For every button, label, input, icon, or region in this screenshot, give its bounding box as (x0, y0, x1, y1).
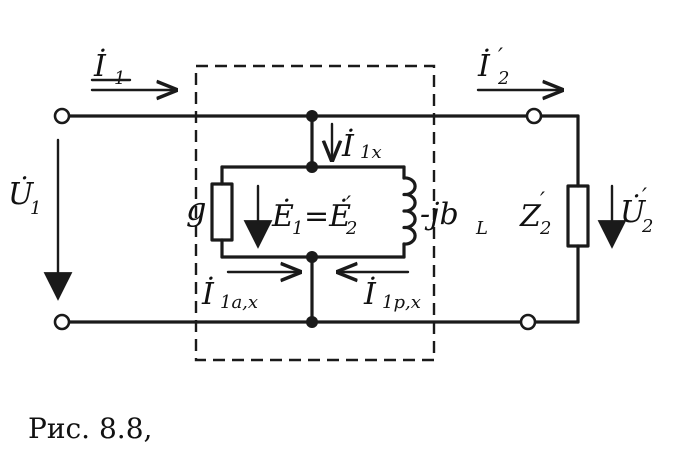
label-z2-prime: Z ′ 2 (519, 189, 551, 239)
label-i1: İ 1 (90, 48, 132, 89)
dashed-boundary-box (194, 64, 436, 362)
svg-text:İ: İ (201, 276, 215, 312)
label-i1px: İ 1p,x (363, 276, 421, 313)
svg-text:′: ′ (498, 45, 503, 70)
label-jbl: -jb L (420, 197, 488, 239)
svg-text:U̇: U̇ (8, 177, 35, 212)
svg-text:2: 2 (345, 218, 357, 239)
svg-text:′: ′ (540, 189, 545, 214)
svg-text:=Ė: =Ė (304, 198, 351, 234)
output-terminal-top (525, 107, 543, 125)
label-g: g (186, 190, 206, 228)
svg-text:1: 1 (30, 198, 41, 219)
load-impedance-z2 (566, 184, 590, 248)
svg-text:İ: İ (93, 48, 107, 84)
svg-text:′: ′ (346, 193, 351, 218)
svg-text:2: 2 (497, 68, 509, 89)
label-emf-equation: Ė 1 =Ė ′ 2 (271, 193, 357, 239)
label-i2-prime: İ ′ 2 (477, 45, 509, 89)
svg-text:1: 1 (114, 68, 125, 89)
svg-text:1: 1 (292, 218, 303, 239)
svg-text:1x: 1x (360, 142, 382, 163)
output-terminal-bottom (519, 313, 537, 331)
svg-text:Z: Z (519, 199, 542, 234)
svg-text:İ: İ (363, 276, 377, 312)
svg-text:′: ′ (642, 185, 647, 210)
svg-text:2: 2 (539, 218, 551, 239)
svg-text:L: L (475, 218, 488, 239)
svg-text:1a,x: 1a,x (220, 292, 258, 313)
junction-dot-branch-top (306, 161, 318, 173)
junction-dot-branch-bottom (306, 251, 318, 263)
svg-text:2: 2 (641, 216, 653, 237)
svg-text:-jb: -jb (420, 197, 459, 232)
svg-text:İ: İ (341, 128, 355, 164)
label-u2-prime: U̇ ′ 2 (620, 185, 653, 237)
label-u1: U̇ 1 (8, 177, 41, 219)
junction-dot-bottom (306, 316, 318, 328)
input-terminal-bottom (53, 313, 71, 331)
conductance-g-resistor (210, 182, 234, 242)
svg-text:U̇: U̇ (620, 195, 647, 230)
input-terminal-top (53, 107, 71, 125)
svg-text:1p,x: 1p,x (382, 292, 421, 313)
figure-caption: Рис. 8.8, (28, 412, 152, 445)
label-i1ax: İ 1a,x (201, 276, 258, 313)
junction-dot-top (306, 110, 318, 122)
inductor-coil (402, 176, 417, 246)
label-i1x: İ 1x (341, 128, 382, 164)
svg-text:İ: İ (477, 48, 491, 84)
svg-text:Ė: Ė (271, 198, 294, 234)
